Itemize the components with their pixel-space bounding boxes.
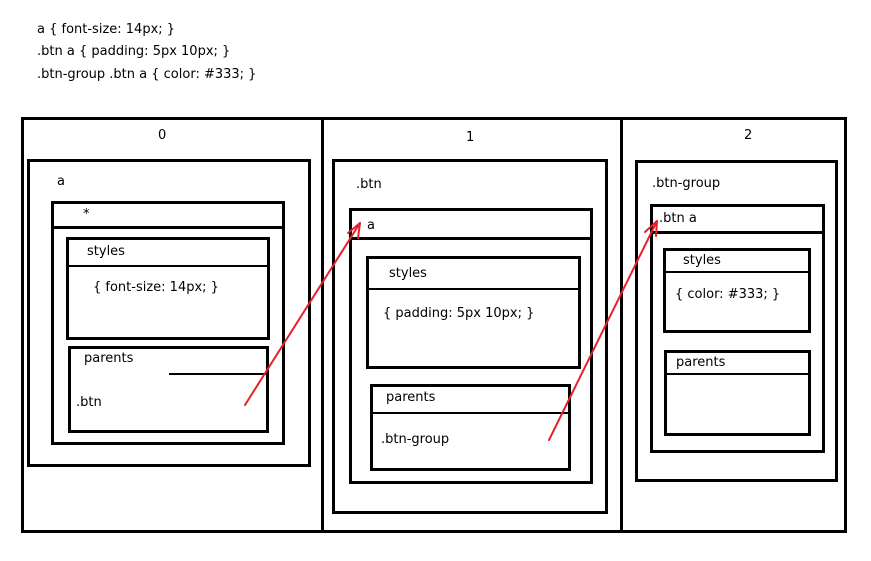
column-1-selector: a (367, 218, 375, 233)
css-rule-3: .btn-group .btn a { color: #333; } (37, 67, 257, 82)
column-2-parents-box (664, 350, 811, 436)
column-0-parents-label: parents (84, 351, 134, 366)
column-0-parents-divider (169, 373, 268, 375)
diagram-frame (21, 117, 847, 533)
column-2-parents-label: parents (676, 355, 726, 370)
column-2-styles-label: styles (683, 253, 721, 268)
column-1-styles-body: { padding: 5px 10px; } (383, 306, 535, 321)
column-0-outer-label: a (57, 174, 65, 189)
column-0-styles-divider (67, 265, 269, 267)
column-1-outer-label: .btn (356, 177, 382, 192)
column-0-styles-label: styles (87, 244, 125, 259)
column-1-styles-divider (367, 288, 580, 290)
column-divider-2 (620, 117, 623, 533)
column-2-selector: .btn a (659, 211, 697, 226)
column-2-styles-box (663, 248, 811, 333)
column-1-index: 1 (466, 130, 475, 145)
column-1-styles-label: styles (389, 266, 427, 281)
column-2-index: 2 (744, 128, 753, 143)
column-2-outer-label: .btn-group (652, 176, 721, 191)
column-2-styles-body: { color: #333; } (675, 287, 781, 302)
column-2-selector-divider (651, 231, 824, 234)
css-rule-1: a { font-size: 14px; } (37, 22, 176, 37)
column-0-parents-body: .btn (76, 395, 102, 410)
column-0-selector: * (83, 207, 90, 222)
column-divider-1 (321, 117, 324, 533)
column-0-styles-body: { font-size: 14px; } (93, 280, 219, 295)
column-1-parents-label: parents (386, 390, 436, 405)
column-2-parents-divider (665, 373, 810, 375)
column-0-selector-divider (52, 226, 284, 229)
column-1-parents-body: .btn-group (381, 432, 450, 447)
column-0-index: 0 (158, 128, 167, 143)
css-rule-2: .btn a { padding: 5px 10px; } (37, 44, 231, 59)
column-1-selector-divider (350, 237, 592, 240)
column-1-parents-divider (371, 412, 570, 414)
column-2-styles-divider (664, 271, 810, 273)
